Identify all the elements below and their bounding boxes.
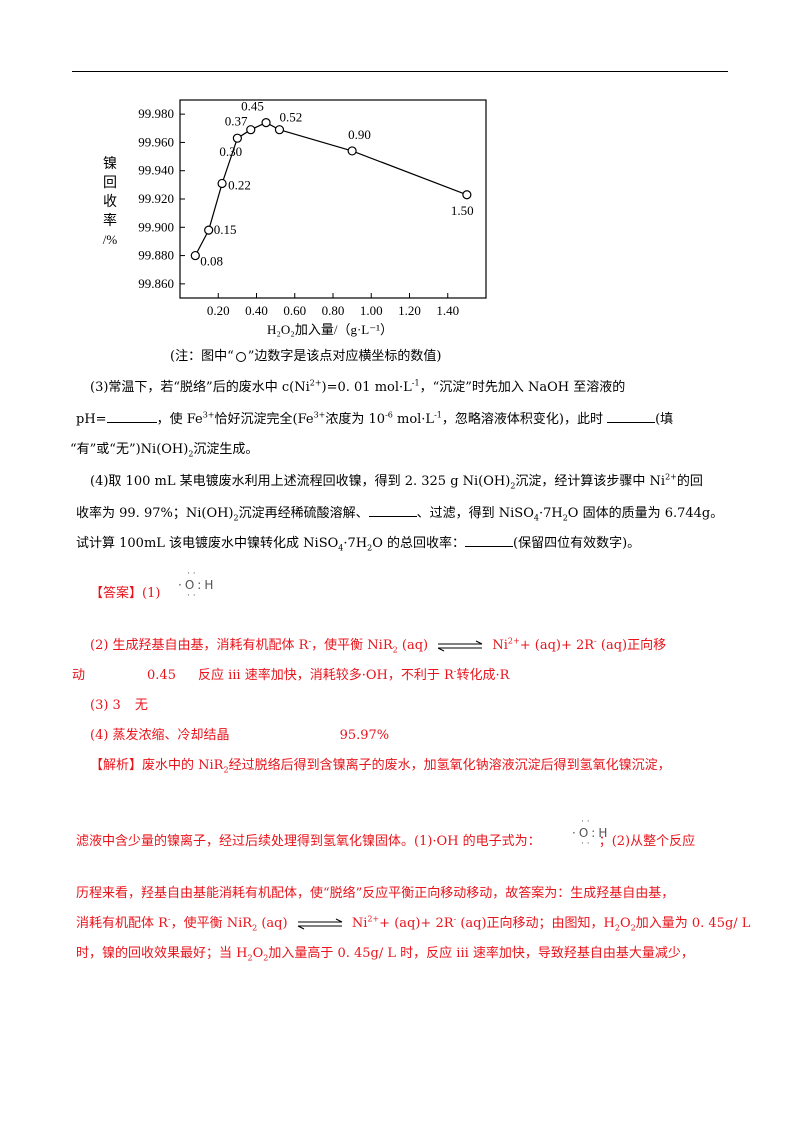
- x-axis-ticks: 0.20 0.40 0.60 0.80 1.00 1.20 1.40: [207, 293, 459, 318]
- q3-line1: (3)常温下，若“脱络”后的废水中 c(Ni2+)=0. 01 mol·L-1，…: [90, 378, 626, 395]
- analysis-line5: 时，镍的回收效果最好；当 H2O2加入量高于 0. 45g/ L 时，反应 ii…: [76, 946, 694, 963]
- y-label-unit: /%: [103, 232, 118, 247]
- answer-blank: [106, 410, 157, 423]
- x-tick-label: 0.80: [322, 303, 345, 318]
- data-point: [261, 118, 271, 128]
- data-label: 0.22: [228, 177, 251, 192]
- y-tick-label: 99.980: [138, 106, 174, 121]
- data-point: [274, 125, 285, 135]
- answer-line2: (2) 生成羟基自由基，消耗有机配体 R-，使平衡 NiR2 (aq) Ni2+…: [90, 636, 667, 655]
- data-label: 0.90: [348, 127, 371, 142]
- data-label: 0.52: [279, 110, 302, 125]
- point-labels: 0.08 0.15 0.22 0.30 0.370.45 0.52 0.90 1.50: [200, 99, 473, 269]
- data-point: [246, 125, 256, 135]
- data-label: 1.50: [451, 203, 474, 218]
- analysis-line3: 历程来看，羟基自由基能消耗有机配体，使“脱络”反应平衡正向移动移动，故答案为：生…: [76, 886, 675, 901]
- x-tick-label: 0.20: [207, 303, 230, 318]
- data-point: [462, 190, 472, 200]
- x-tick-label: 1.20: [398, 303, 421, 318]
- data-label: 0.30: [219, 144, 242, 159]
- hydroxyl-lewis-structure-2: · · ·O:H · ·: [572, 817, 608, 849]
- x-tick-label: 0.60: [283, 303, 306, 318]
- chart-note: (注：图中“”边数字是该点对应横坐标的数值): [170, 349, 442, 364]
- q3-line3: “有”或“无”)Ni(OH)2沉淀生成。: [70, 442, 259, 459]
- data-point: [217, 178, 227, 189]
- q4-line1: (4)取 100 mL 某电镀废水利用上述流程回收镍，得到 2. 325 g N…: [90, 472, 703, 491]
- analysis-line1: 【解析】废水中的 NiR2经过脱络后得到含镍离子的废水，加氢氧化钠溶液沉淀后得到…: [90, 758, 671, 775]
- data-point: [347, 146, 357, 156]
- data-point: [190, 250, 200, 261]
- circle-marker-icon: [235, 351, 246, 362]
- q4-line2: 收率为 99. 97%；Ni(OH)2沉淀再经稀硫酸溶解、、过滤，得到 NiSO…: [76, 504, 724, 523]
- y-tick-label: 99.860: [138, 276, 174, 291]
- data-label: 0.45: [241, 99, 264, 114]
- y-tick-label: 99.960: [138, 134, 174, 149]
- y-tick-label: 99.940: [138, 163, 174, 178]
- y-label-char: 率: [103, 212, 117, 229]
- answer-blank: [607, 410, 656, 423]
- answer-line1: 【答案】(1): [90, 586, 161, 601]
- x-axis-label: H₂O₂加入量/（g·L⁻¹）: [267, 322, 393, 337]
- y-label-char: 收: [103, 194, 117, 210]
- data-points: [190, 118, 472, 261]
- x-tick-label: 0.40: [245, 303, 268, 318]
- q3-line2: pH=，使 Fe3+恰好沉淀完全(Fe3+浓度为 10-6 mol·L-1，忽略…: [76, 410, 674, 427]
- data-point: [204, 225, 214, 235]
- data-point: [232, 133, 242, 143]
- analysis-line2: 滤液中含少量的镍离子，经过后续处理得到氢氧化镍固体。(1)·OH 的电子式为：；…: [76, 834, 696, 849]
- answer-blank: [368, 504, 417, 517]
- y-label-char: 回: [103, 175, 117, 191]
- hydroxyl-lewis-structure: · · ·O:H · ·: [178, 569, 214, 601]
- x-tick-label: 1.40: [436, 303, 459, 318]
- chart: 99.980 99.960 99.940 99.920 99.900 99.880 99.8…: [103, 99, 487, 337]
- y-tick-label: 99.920: [138, 191, 174, 206]
- equilibrium-arrow-icon: [297, 918, 342, 929]
- data-label: 0.15: [214, 222, 237, 237]
- y-label-char: 镍: [103, 156, 117, 172]
- q4-line3: 试计算 100mL 该电镀废水中镍转化成 NiSO4·7H2O 的总回收率：(保…: [76, 534, 641, 553]
- answer-blank: [465, 534, 514, 547]
- y-axis-ticks: 99.980 99.960 99.940 99.920 99.900 99.880 99.8…: [138, 106, 185, 291]
- header-rule: [72, 71, 728, 72]
- analysis-line4: 消耗有机配体 R-，使平衡 NiR2 (aq) Ni2++ (aq)+ 2R- …: [76, 914, 751, 933]
- plot-frame: [179, 99, 487, 299]
- data-label: 0.37: [225, 114, 248, 129]
- equilibrium-arrow-icon: [438, 640, 483, 651]
- y-tick-label: 99.880: [138, 248, 174, 263]
- y-tick-label: 99.900: [138, 219, 174, 234]
- x-tick-label: 1.00: [360, 303, 383, 318]
- data-label: 0.08: [200, 254, 223, 269]
